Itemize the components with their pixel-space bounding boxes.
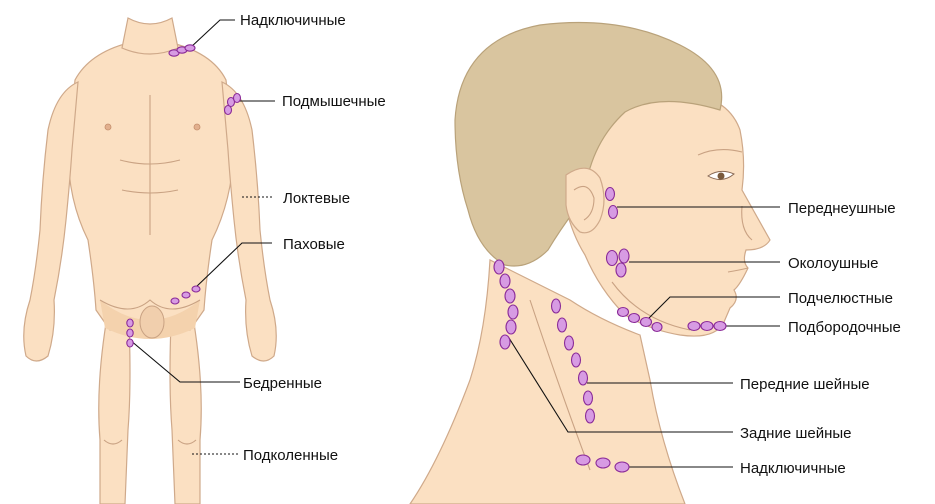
head-supraclavicular-node (576, 455, 590, 465)
femoral-node (127, 329, 133, 337)
front-body-figure (24, 18, 277, 504)
anterior-cervical-node (572, 353, 581, 367)
inguinal-node (171, 298, 179, 304)
posterior-cervical-node (500, 274, 510, 288)
submental-node (688, 322, 700, 331)
label-popliteal: Подколенные (243, 447, 338, 464)
submental-node (714, 322, 726, 331)
submental-node (701, 322, 713, 331)
anterior-cervical-node (584, 391, 593, 405)
label-cubital: Локтевые (283, 190, 350, 207)
submandibular-node (641, 318, 652, 327)
posterior-cervical-node (506, 320, 516, 334)
supraclavicular-node (185, 45, 195, 51)
posterior-cervical-node (494, 260, 504, 274)
anterior-cervical-node (586, 409, 595, 423)
anterior-cervical-node (558, 318, 567, 332)
parotid-node (616, 263, 626, 277)
anterior-cervical-node (579, 371, 588, 385)
label-posterior-cervical: Задние шейные (740, 425, 852, 442)
head-supraclavicular-node (615, 462, 629, 472)
label-supraclavicular: Надключичные (240, 12, 346, 29)
submandibular-node (618, 308, 629, 317)
label-submandibular: Подчелюстные (788, 290, 893, 307)
femoral-node (127, 319, 133, 327)
head-supraclavicular-node (596, 458, 610, 468)
preauricular-node (606, 188, 615, 201)
label-axillary: Подмышечные (282, 93, 386, 110)
posterior-cervical-node (508, 305, 518, 319)
posterior-cervical-node (505, 289, 515, 303)
label-head-supraclavicular: Надключичные (740, 460, 846, 477)
axillary-node (234, 94, 241, 103)
submandibular-node (652, 323, 662, 332)
inguinal-node (182, 292, 190, 298)
label-submental: Подбородочные (788, 319, 901, 336)
inguinal-node (192, 286, 200, 292)
label-femoral: Бедренные (243, 375, 322, 392)
label-preauricular: Переднеушные (788, 200, 896, 217)
anterior-cervical-node (552, 299, 561, 313)
posterior-cervical-node (500, 335, 510, 349)
body-labels: Надключичные Подмышечные Локтевые Паховы… (240, 12, 386, 464)
label-parotid: Околоушные (788, 255, 878, 272)
label-inguinal: Паховые (283, 236, 345, 253)
label-anterior-cervical: Передние шейные (740, 376, 870, 393)
parotid-node (619, 249, 629, 263)
submandibular-node (629, 314, 640, 323)
parotid-node (607, 251, 618, 266)
anterior-cervical-node (565, 336, 574, 350)
femoral-node (127, 339, 133, 347)
preauricular-node (609, 206, 618, 219)
